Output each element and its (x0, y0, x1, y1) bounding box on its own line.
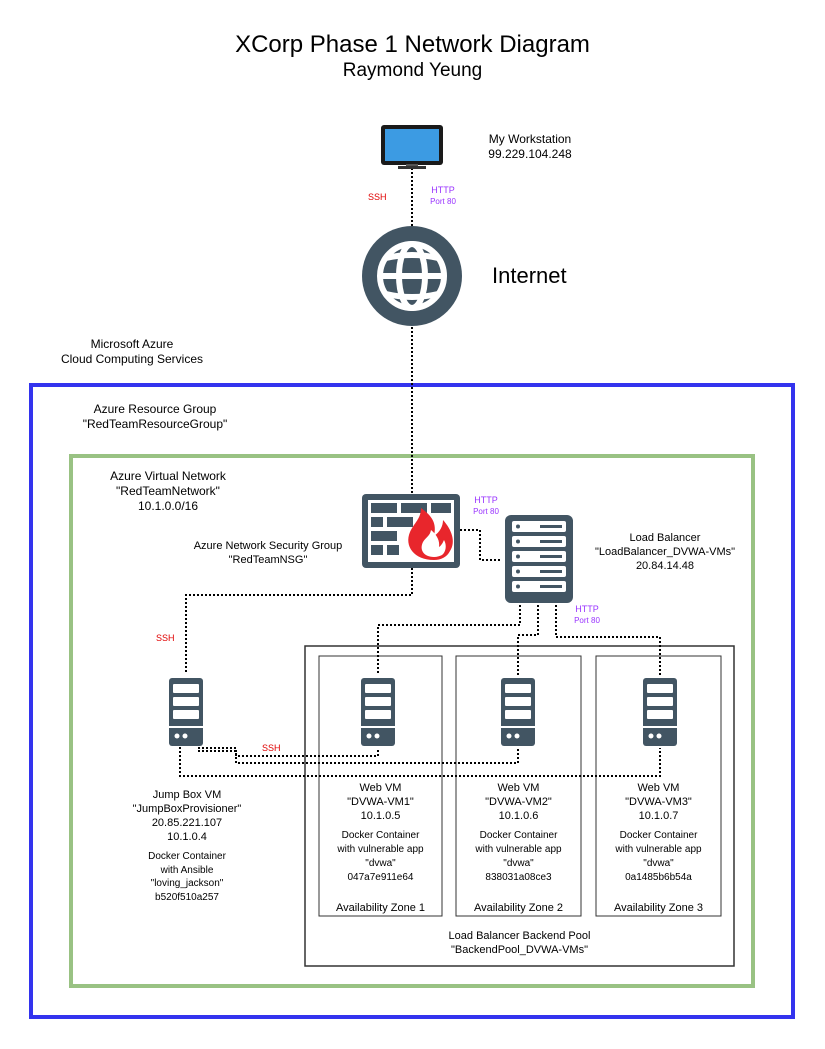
vnet-line3: 10.1.0.0/16 (137, 499, 199, 513)
nsg-line2: "RedTeamNSG" (228, 554, 308, 566)
http-text: HTTP (575, 604, 599, 614)
web-vm2-container-line3: "dvwa" (503, 858, 534, 869)
web-vm3-container-line1: Docker Container (619, 830, 698, 841)
jumpbox-container-line3: "loving_jackson" (150, 878, 224, 889)
port-text: Port 80 (430, 197, 456, 206)
zone2-label: Availability Zone 2 (473, 902, 564, 914)
vnet-line1: Azure Virtual Network (110, 469, 226, 483)
web-vm2-label: Web VM "DVWA-VM2" 10.1.0.6 (456, 781, 581, 823)
backend-pool-border (304, 645, 735, 967)
web-vm1-label: Web VM "DVWA-VM1" 10.1.0.5 (319, 781, 442, 823)
ssh-label-jumpbox: SSH (156, 633, 175, 643)
resource-group-label: Azure Resource Group "RedTeamResourceGro… (60, 402, 250, 432)
port-text: Port 80 (473, 507, 499, 516)
server-rack-icon (505, 515, 573, 603)
http-label-pool: HTTP Port 80 (567, 603, 607, 627)
workstation-label: My Workstation 99.229.104.248 (470, 132, 590, 162)
web-vm3-ip: 10.1.0.7 (638, 810, 679, 822)
http-label-internet: HTTP Port 80 (420, 184, 466, 208)
zone1-label: Availability Zone 1 (335, 902, 426, 914)
ssh-label-webvms: SSH (262, 743, 281, 753)
zone2-box (455, 655, 582, 917)
jumpbox-line3: 20.85.221.107 (151, 817, 223, 829)
web-vm2-ip: 10.1.0.6 (498, 810, 539, 822)
azure-label: Microsoft Azure Cloud Computing Services (40, 337, 224, 367)
ssh-label-internet: SSH (368, 192, 387, 202)
nsg-line1: Azure Network Security Group (193, 540, 343, 552)
workstation-ip: 99.229.104.248 (488, 147, 572, 161)
web-vm2-container: Docker Container with vulnerable app "dv… (456, 829, 581, 885)
workstation-name: My Workstation (488, 132, 572, 146)
backend-pool-label: Load Balancer Backend Pool "BackendPool_… (305, 929, 734, 957)
web-vm2-server-icon (501, 678, 535, 746)
web-vm3-container-line2: with vulnerable app (615, 844, 702, 855)
http-label-lb: HTTP Port 80 (466, 494, 506, 518)
diagram-title: XCorp Phase 1 Network Diagram (235, 31, 590, 58)
zone1-box (318, 655, 443, 917)
web-vm3-container: Docker Container with vulnerable app "dv… (596, 829, 721, 885)
web-vm2-title: Web VM (497, 782, 540, 794)
globe-icon (362, 226, 462, 326)
jumpbox-server-icon (169, 678, 203, 746)
jumpbox-label: Jump Box VM "JumpBoxProvisioner" 20.85.2… (112, 788, 262, 844)
web-vm3-name: "DVWA-VM3" (625, 796, 692, 808)
jumpbox-container-line4: b520f510a257 (155, 891, 219, 903)
jumpbox-container: Docker Container with Ansible "loving_ja… (112, 850, 262, 904)
jumpbox-line1: Jump Box VM (152, 789, 222, 801)
backend-pool-line2: "BackendPool_DVWA-VMs" (450, 944, 588, 956)
http-text: HTTP (474, 495, 498, 505)
lb-line3: 20.84.14.48 (635, 560, 695, 572)
lb-line2: "LoadBalancer_DVWA-VMs" (594, 546, 736, 558)
web-vm1-container-line2: with vulnerable app (337, 844, 424, 855)
zone3-label: Availability Zone 3 (613, 902, 704, 914)
jumpbox-line4: 10.1.0.4 (167, 831, 207, 843)
web-vm1-container-line4: 047a7e911e64 (347, 872, 414, 883)
lb-line1: Load Balancer (629, 532, 701, 544)
nsg-label: Azure Network Security Group "RedTeamNSG… (180, 539, 356, 567)
vnet-label: Azure Virtual Network "RedTeamNetwork" 1… (88, 469, 248, 514)
jumpbox-line2: "JumpBoxProvisioner" (132, 803, 242, 815)
web-vm1-container-line1: Docker Container (341, 830, 420, 841)
web-vm1-name: "DVWA-VM1" (347, 796, 414, 808)
web-vm1-container: Docker Container with vulnerable app "dv… (319, 829, 442, 885)
web-vm2-container-line2: with vulnerable app (475, 844, 562, 855)
web-vm1-container-line3: "dvwa" (365, 858, 396, 869)
web-vm1-ip: 10.1.0.5 (360, 810, 401, 822)
web-vm1-title: Web VM (359, 782, 402, 794)
web-vm2-container-line1: Docker Container (479, 830, 558, 841)
resource-group-line2: "RedTeamResourceGroup" (82, 417, 228, 431)
connection-lines (179, 168, 661, 777)
azure-label-line1: Microsoft Azure (90, 337, 174, 351)
web-vm2-name: "DVWA-VM2" (485, 796, 552, 808)
port-text: Port 80 (574, 616, 600, 625)
http-text: HTTP (431, 185, 455, 195)
internet-label: Internet (492, 263, 567, 288)
web-vm2-container-line4: 838031a08ce3 (485, 872, 552, 883)
vnet-line2: "RedTeamNetwork" (116, 484, 220, 498)
diagram-title-block: XCorp Phase 1 Network Diagram Raymond Ye… (0, 31, 825, 83)
web-vm3-container-line4: 0a1485b6b54a (625, 872, 692, 883)
web-vm3-label: Web VM "DVWA-VM3" 10.1.0.7 (596, 781, 721, 823)
monitor-icon (381, 125, 443, 169)
jumpbox-container-line1: Docker Container (148, 851, 226, 862)
zone3-box (595, 655, 722, 917)
firewall-icon (362, 494, 460, 568)
resource-group-line1: Azure Resource Group (93, 402, 217, 416)
web-vm3-server-icon (643, 678, 677, 746)
azure-label-line2: Cloud Computing Services (60, 352, 204, 366)
load-balancer-label: Load Balancer "LoadBalancer_DVWA-VMs" 20… (585, 531, 745, 573)
jumpbox-container-line2: with Ansible (160, 864, 214, 876)
web-vm3-container-line3: "dvwa" (643, 858, 674, 869)
backend-pool-line1: Load Balancer Backend Pool (448, 930, 591, 942)
web-vm1-server-icon (361, 678, 395, 746)
web-vm3-title: Web VM (637, 782, 680, 794)
diagram-author: Raymond Yeung (342, 60, 483, 81)
